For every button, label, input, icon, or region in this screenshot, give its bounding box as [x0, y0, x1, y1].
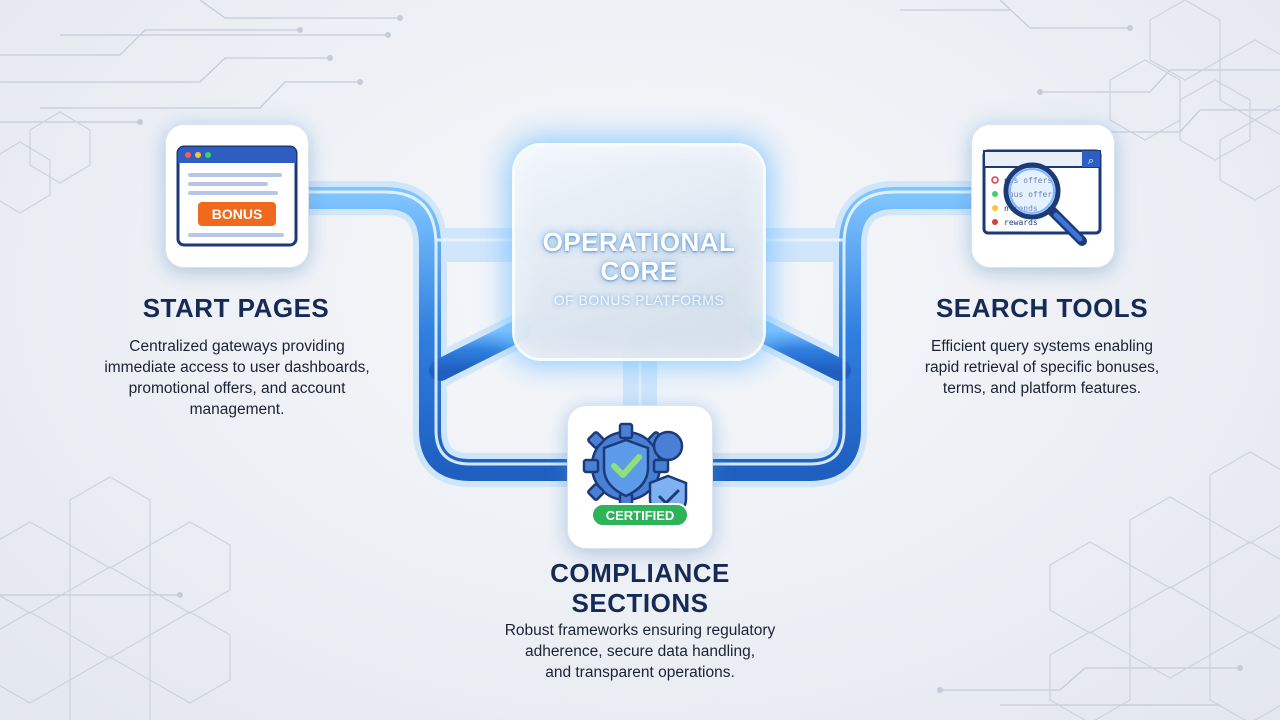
compliance-description: Robust frameworks ensuring regulatory ad…	[460, 620, 820, 683]
core-title: OPERATIONAL CORE	[515, 228, 763, 286]
description-line: management.	[189, 401, 285, 418]
checkmark-icon	[611, 454, 642, 478]
description-line: Robust frameworks ensuring regulatory	[504, 622, 776, 639]
description-line: and transparent operations.	[545, 664, 735, 681]
heading-line: COMPLIANCE	[550, 558, 730, 588]
bonus-badge	[198, 202, 276, 226]
search-tools-heading: SEARCH TOOLS	[935, 293, 1149, 323]
core-title-line: OPERATIONAL	[542, 227, 736, 257]
magnifier-lens	[1003, 162, 1061, 220]
pipe-highlight	[303, 190, 977, 466]
description-line: adherence, secure data handling,	[524, 643, 756, 660]
description-line: Efficient query systems enabling	[931, 338, 1153, 355]
circuit-nodes	[137, 15, 1243, 693]
magnifier-search-icon: ⌕ nus offers onus offers ntrends rewards	[982, 149, 1102, 246]
search-result-item: ntrends	[1004, 204, 1038, 213]
certified-badge-label: CERTIFIED	[606, 508, 675, 523]
heading-line: SECTIONS	[571, 588, 709, 618]
svg-text:⌕: ⌕	[1088, 154, 1094, 167]
gear-shield-icon: CERTIFIED	[582, 422, 689, 527]
search-result-item: rewards	[1004, 218, 1038, 227]
core-subtitle: OF BONUS PLATFORMS	[553, 292, 725, 308]
bonus-badge-label: BONUS	[212, 206, 263, 222]
compliance-heading: COMPLIANCE SECTIONS	[490, 558, 790, 618]
description-line: promotional offers, and account	[128, 380, 346, 397]
description-line: terms, and platform features.	[942, 380, 1142, 397]
operational-core-box: OPERATIONAL CORE OF BONUS PLATFORMS	[515, 146, 763, 358]
description-line: rapid retrieval of specific bonuses,	[924, 359, 1160, 376]
search-tools-description: Efficient query systems enabling rapid r…	[880, 336, 1204, 399]
browser-window-icon: BONUS	[176, 145, 298, 247]
start-pages-description: Centralized gateways providing immediate…	[66, 336, 408, 420]
description-line: immediate access to user dashboards,	[104, 359, 370, 376]
start-pages-icon-card: BONUS	[166, 125, 308, 267]
search-result-item: nus offers	[1004, 176, 1052, 185]
search-tools-icon-card: ⌕ nus offers onus offers ntrends rewards	[972, 125, 1114, 267]
search-result-item: onus offers	[1004, 190, 1057, 199]
description-line: Centralized gateways providing	[129, 338, 345, 355]
compliance-icon-card: CERTIFIED	[568, 406, 712, 548]
start-pages-heading: START PAGES	[142, 293, 330, 323]
core-title-line: CORE	[600, 256, 678, 286]
certified-badge	[591, 503, 689, 527]
